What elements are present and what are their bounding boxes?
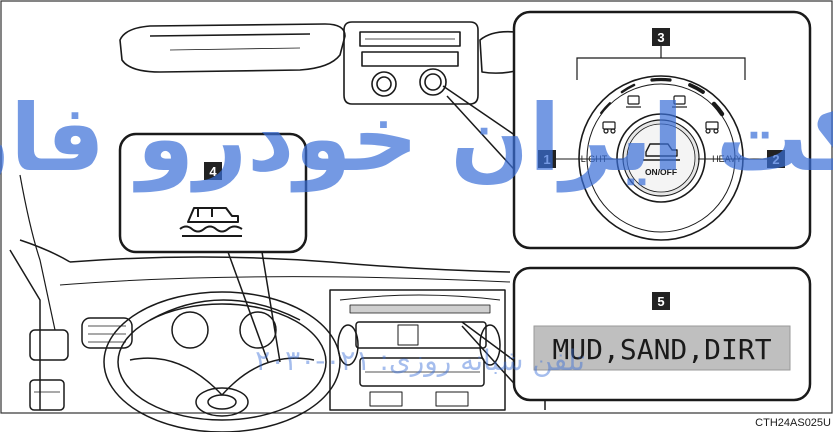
- terrain-mode-text: MUD,SAND,DIRT: [552, 333, 771, 366]
- watermark-secondary: تلفن شبانه روزی: ۰۲۱-۲۰۳۰: [255, 344, 585, 377]
- figure-code: CTH24AS025U: [755, 417, 831, 429]
- callout-3: 3: [657, 30, 664, 45]
- callout-5: 5: [657, 294, 664, 309]
- watermark-primary: شرکت ایران خودرو فارما: [0, 85, 833, 193]
